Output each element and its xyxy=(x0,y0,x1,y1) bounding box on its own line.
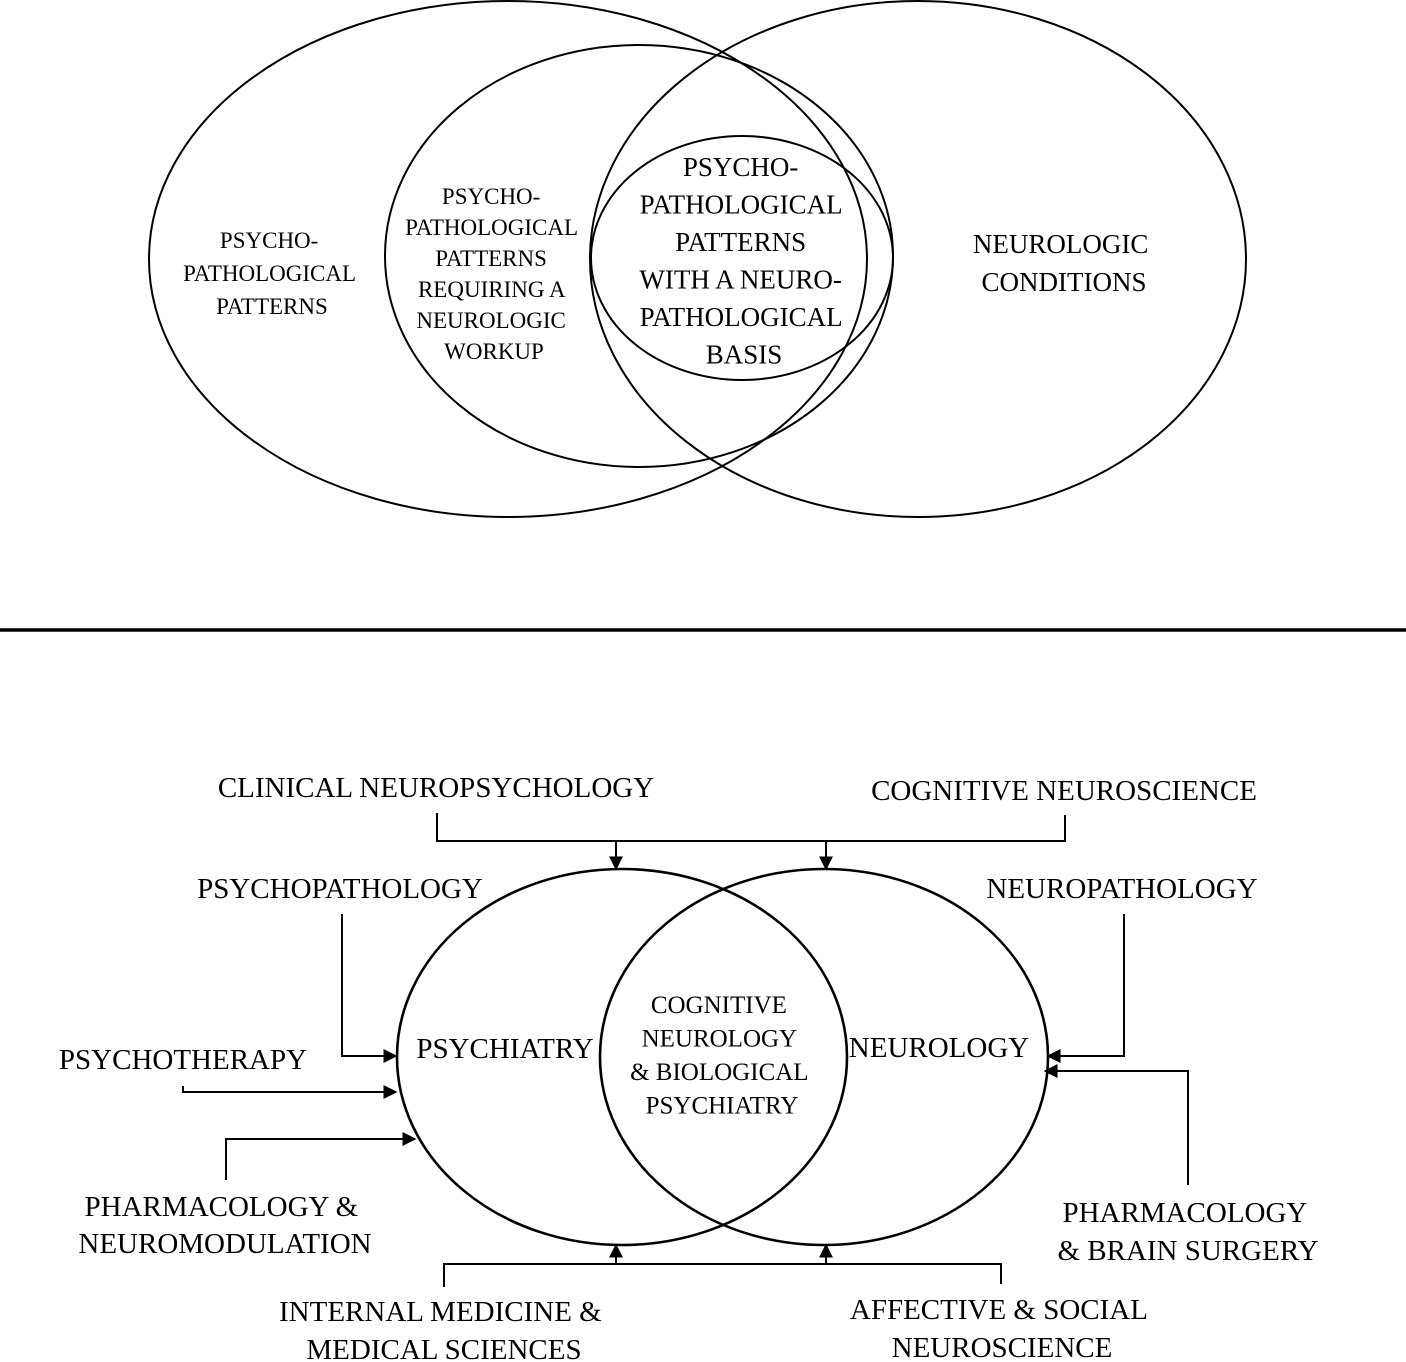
label-psychopathological-patterns: PSYCHO- PATHOLOGICAL PATTERNS xyxy=(183,228,361,319)
top-venn-diagram: PSYCHO- PATHOLOGICAL PATTERNS PSYCHO- PA… xyxy=(148,0,1247,518)
label-neurology: NEUROLOGY xyxy=(849,1032,1029,1064)
ellipse-neuropathological-basis xyxy=(590,135,894,381)
arrow-psychopathology xyxy=(341,914,398,1063)
label-requiring-neurologic-workup: PSYCHO- PATHOLOGICAL PATTERNS REQUIRING … xyxy=(405,184,583,364)
label-affective-social-neuroscience: AFFECTIVE & SOCIAL NEUROSCIENCE xyxy=(850,1294,1154,1362)
label-neuropathological-basis: PSYCHO- PATHOLOGICAL PATTERNS WITH A NEU… xyxy=(639,152,848,370)
connector-top-bracket xyxy=(436,813,1066,842)
label-cognitive-neurology-biological-psychiatry: COGNITIVE NEUROLOGY & BIOLOGICAL PSYCHIA… xyxy=(630,992,814,1120)
connector-bottom-bracket xyxy=(443,1263,1002,1287)
bottom-venn-diagram: PSYCHIATRY NEUROLOGY COGNITIVE NEUROLOGY… xyxy=(59,772,1319,1362)
arrow-pharmacology-brain-surgery xyxy=(1043,1064,1189,1185)
label-internal-medicine: INTERNAL MEDICINE & MEDICAL SCIENCES xyxy=(279,1296,609,1362)
label-neurologic-conditions: NEUROLOGIC CONDITIONS xyxy=(973,229,1155,297)
label-pharmacology-neuromodulation: PHARMACOLOGY & NEUROMODULATION xyxy=(78,1191,371,1260)
label-neuropathology: NEUROPATHOLOGY xyxy=(986,873,1257,905)
label-psychopathology: PSYCHOPATHOLOGY xyxy=(197,873,483,905)
arrow-neuropathology xyxy=(1046,914,1125,1063)
label-cognitive-neuroscience: COGNITIVE NEUROSCIENCE xyxy=(871,775,1257,807)
label-clinical-neuropsychology: CLINICAL NEUROPSYCHOLOGY xyxy=(218,772,654,804)
ellipse-neurologic-conditions xyxy=(589,0,1247,518)
label-psychotherapy: PSYCHOTHERAPY xyxy=(59,1044,307,1076)
label-pharmacology-brain-surgery: PHARMACOLOGY & BRAIN SURGERY xyxy=(1057,1197,1318,1267)
arrow-pharmacology-neuromodulation xyxy=(225,1132,417,1180)
ellipse-psychopathological-patterns xyxy=(148,0,868,518)
arrow-psychotherapy xyxy=(182,1085,398,1099)
label-psychiatry: PSYCHIATRY xyxy=(416,1033,593,1065)
